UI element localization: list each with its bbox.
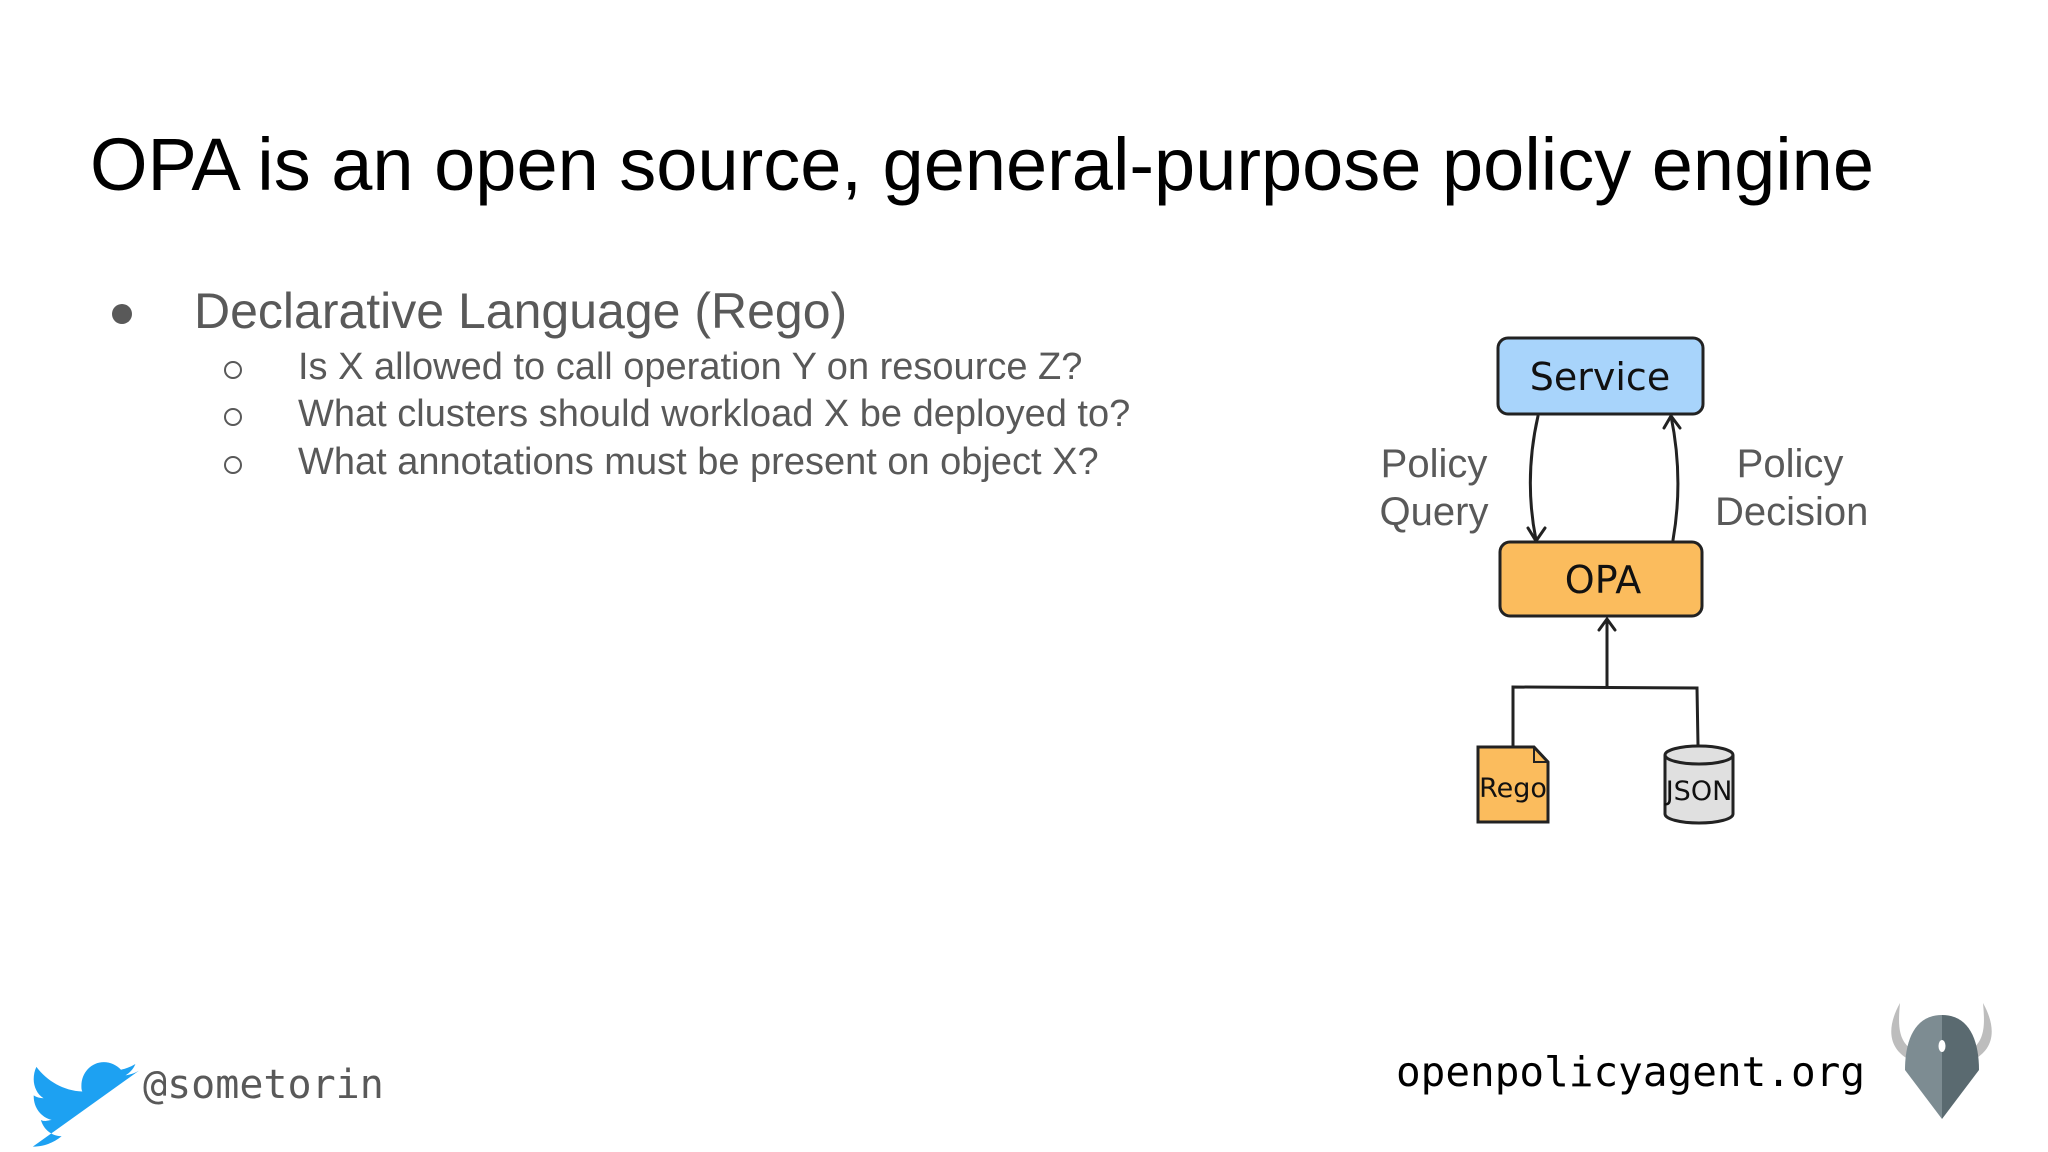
policy-decision-line: Policy: [1736, 442, 1844, 486]
twitter-bird-icon: [32, 1062, 139, 1147]
policy-decision-label: Policy Decision: [1715, 440, 1869, 536]
sub-bullet-text: Is X allowed to call operation Y on reso…: [298, 346, 1083, 388]
rego-label: Rego: [1479, 773, 1547, 804]
bullet-circle: [224, 456, 242, 474]
policy-query-line: Query: [1379, 490, 1489, 534]
opa-label: OPA: [1565, 558, 1641, 602]
policy-query-line: Policy: [1380, 442, 1488, 486]
json-database-icon: [1663, 755, 1735, 825]
sub-bullet-text: What clusters should workload X be deplo…: [298, 393, 1131, 435]
opa-viking-helmet-logo: [1891, 1003, 1992, 1119]
rego-file-fold: [1533, 747, 1548, 763]
policy-query-label: Policy Query: [1378, 440, 1490, 536]
json-label: JSON: [1664, 776, 1733, 807]
website-link[interactable]: openpolicyagent.org: [1396, 1048, 1865, 1096]
service-box: [1496, 336, 1705, 416]
service-label: Service: [1530, 355, 1670, 399]
main-bullet-text: Declarative Language (Rego): [194, 283, 848, 339]
rego-file-icon: [1476, 745, 1550, 824]
opa-box: [1498, 540, 1704, 618]
decision-arrowhead: [1662, 413, 1682, 430]
slide-title: OPA is an open source, general-purpose p…: [90, 123, 1874, 206]
input-connector: [1511, 685, 1700, 748]
twitter-handle[interactable]: @sometorin: [143, 1062, 384, 1108]
sub-bullet-text: What annotations must be present on obje…: [298, 441, 1099, 483]
json-database-top: [1663, 744, 1735, 766]
bullet-circle: [224, 361, 242, 379]
policy-decision-line: Decision: [1715, 490, 1869, 534]
input-arrowhead: [1597, 616, 1617, 632]
bullet-dot: [112, 304, 132, 324]
bullet-circle: [224, 408, 242, 426]
query-arrowhead: [1526, 526, 1547, 544]
query-arrow: [1528, 414, 1540, 542]
decision-arrow: [1669, 414, 1680, 542]
